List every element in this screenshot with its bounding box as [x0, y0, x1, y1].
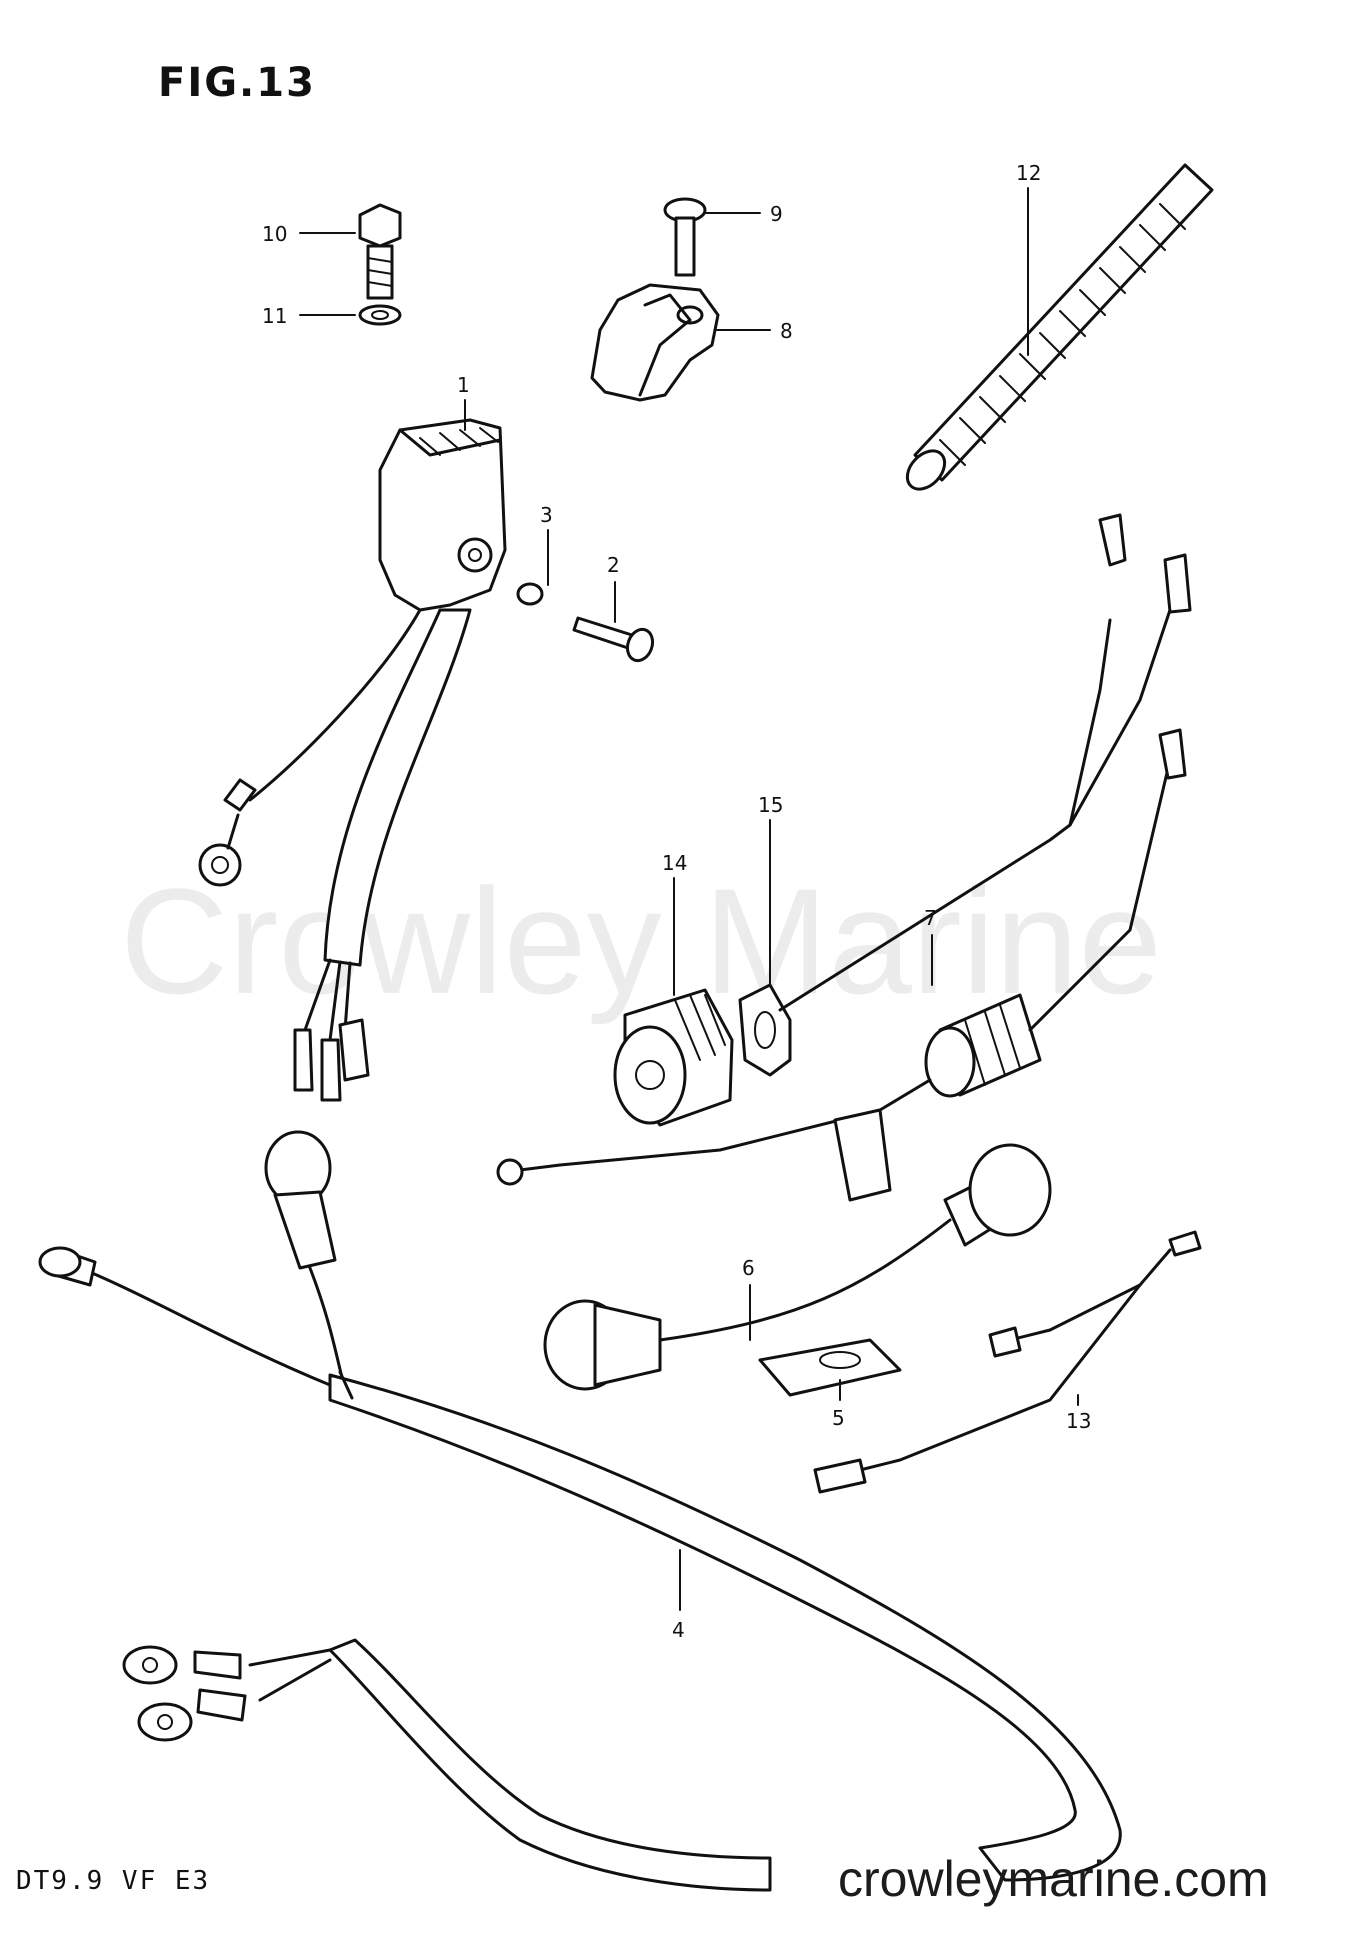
callout-label: 15 — [758, 793, 783, 817]
part-5-grommet[interactable] — [758, 1338, 902, 1397]
callout-15: 15 — [758, 793, 783, 986]
callout-label: 2 — [607, 553, 620, 577]
callout-label: 7 — [924, 906, 937, 930]
callout-label: 11 — [262, 304, 287, 328]
part-4-main-harness[interactable] — [38, 1130, 1122, 1892]
part-8-clamp[interactable] — [590, 283, 720, 402]
part-14-knob[interactable] — [613, 988, 734, 1127]
part-12-spiral-wrap[interactable] — [900, 163, 1214, 496]
callout-10: 10 — [262, 222, 356, 246]
part-1-regulator[interactable] — [198, 418, 507, 1102]
part-6-boot-wire[interactable] — [543, 1143, 1052, 1391]
part-11-washer[interactable] — [358, 304, 402, 326]
callout-label: 12 — [1016, 161, 1041, 185]
part-2-screw[interactable] — [572, 616, 657, 664]
callout-label: 5 — [832, 1406, 845, 1430]
callout-1: 1 — [457, 373, 470, 431]
part-3-washer[interactable] — [516, 582, 544, 606]
callout-14: 14 — [662, 851, 687, 996]
callout-11: 11 — [262, 304, 356, 328]
callout-label: 9 — [770, 202, 783, 226]
callout-label: 13 — [1066, 1409, 1091, 1433]
lead-wire-lower — [496, 1078, 932, 1202]
model-code: DT9.9 VF E3 — [16, 1866, 211, 1896]
part-7-connector[interactable] — [924, 728, 1187, 1098]
figure-title: FIG.13 — [158, 60, 316, 106]
part-10-bolt[interactable] — [358, 203, 402, 300]
callout-8: 8 — [714, 319, 793, 343]
callout-label: 8 — [780, 319, 793, 343]
lead-wire-upper — [778, 513, 1192, 1012]
callout-2: 2 — [607, 553, 620, 623]
callout-6: 6 — [742, 1256, 755, 1341]
callout-3: 3 — [540, 503, 553, 586]
callout-13: 13 — [1066, 1394, 1091, 1433]
callout-label: 3 — [540, 503, 553, 527]
callout-9: 9 — [704, 202, 783, 226]
callout-4: 4 — [672, 1549, 685, 1642]
site-url[interactable]: crowleymarine.com — [838, 1851, 1269, 1907]
part-9-screw[interactable] — [663, 197, 707, 277]
callout-5: 5 — [832, 1379, 845, 1430]
callout-label: 10 — [262, 222, 287, 246]
callout-7: 7 — [924, 906, 937, 986]
part-13-lead-wire[interactable] — [813, 1230, 1202, 1494]
part-15-nut[interactable] — [738, 983, 792, 1077]
callout-label: 1 — [457, 373, 470, 397]
callout-label: 6 — [742, 1256, 755, 1280]
callout-label: 14 — [662, 851, 687, 875]
callout-label: 4 — [672, 1618, 685, 1642]
watermark-text: Crowley Marine — [120, 857, 1162, 1025]
callout-12: 12 — [1016, 161, 1041, 356]
